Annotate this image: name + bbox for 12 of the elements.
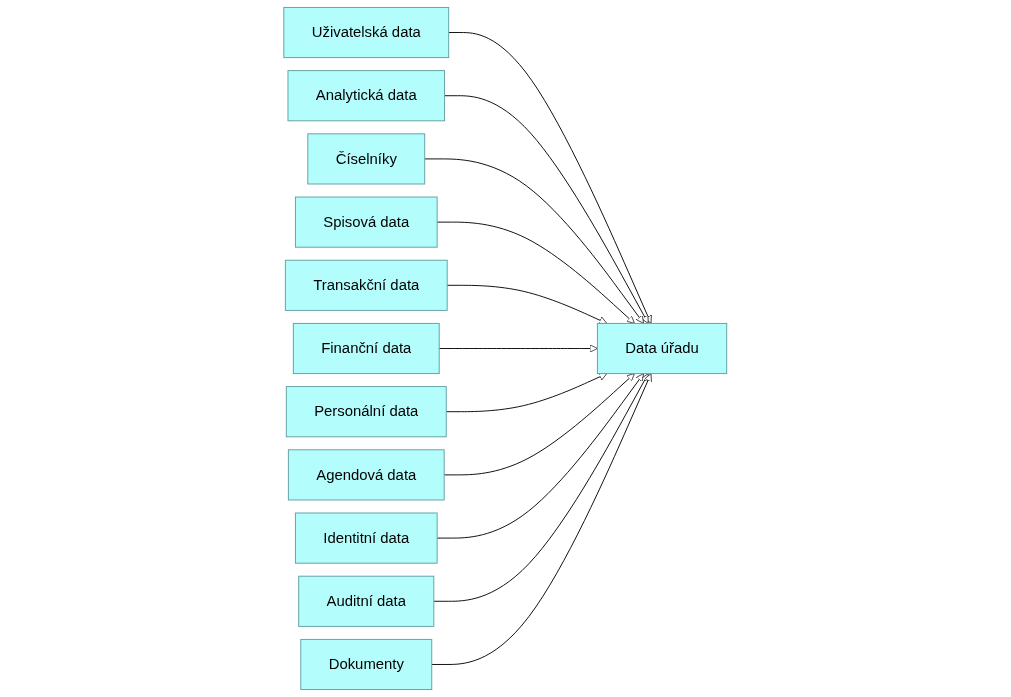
node-box: Spisová data <box>295 196 438 248</box>
node-box: Finanční data <box>293 322 440 375</box>
node-box: Číselníky <box>307 133 426 185</box>
node-box: Transakční data <box>285 259 448 311</box>
node-box: Agendová data <box>288 449 445 501</box>
node-box: Personální data <box>286 386 447 438</box>
node-box: Dokumenty <box>300 638 433 691</box>
node-box: Data úřadu <box>597 322 728 375</box>
node-box: Auditní data <box>298 575 435 627</box>
node-box: Uživatelská data <box>283 6 450 59</box>
node-box: Analytická data <box>287 70 446 122</box>
node-box: Identitní data <box>295 512 438 564</box>
